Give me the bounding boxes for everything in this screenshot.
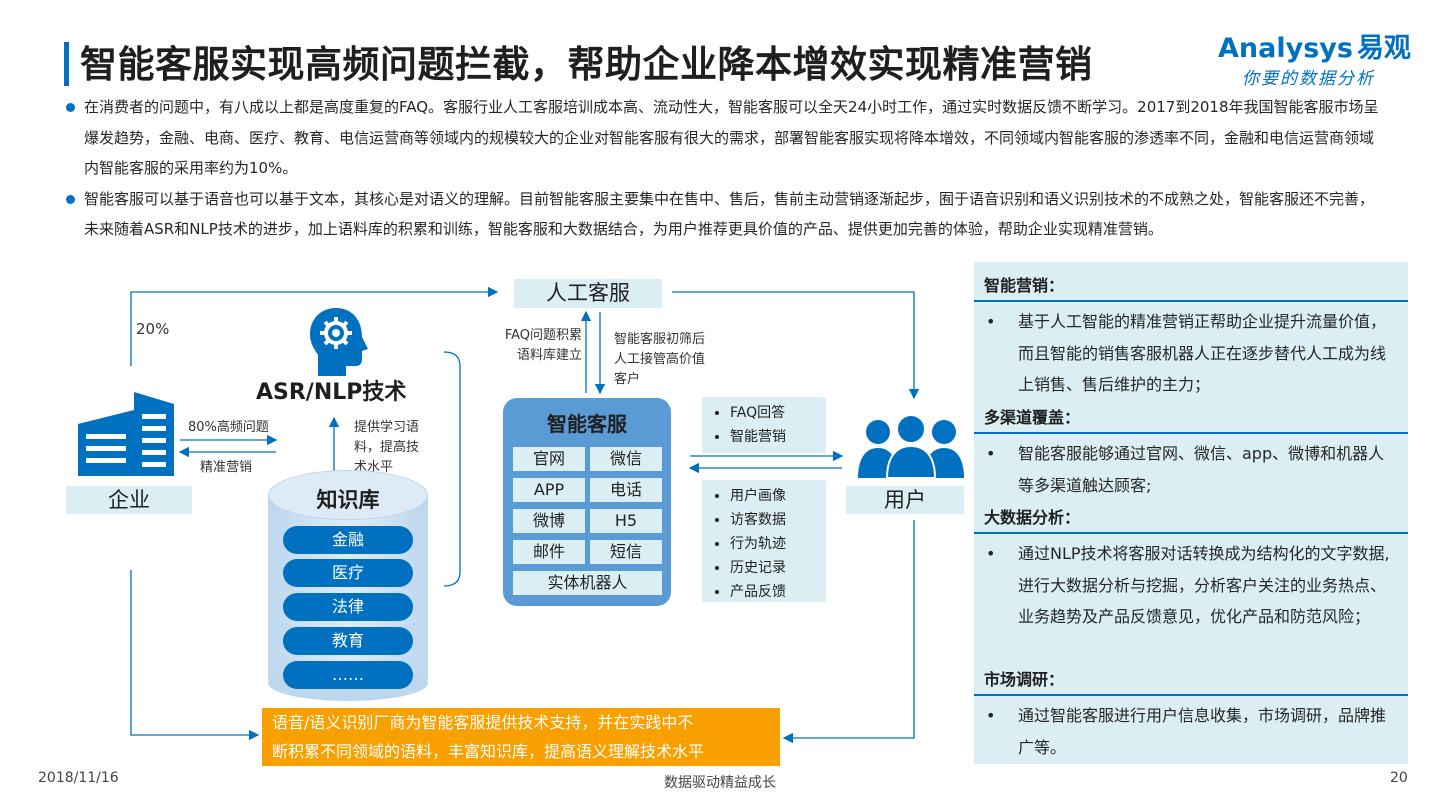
bullet-dot: • (986, 544, 996, 563)
logo-cn: 易观 (1356, 33, 1411, 64)
channel-cell: 电话 (590, 478, 662, 502)
user-box: 用户 (846, 486, 964, 514)
intro-bullets: 在消费者的问题中，有八成以上都是高度重复的FAQ。客服行业人工客服培训成本高、流… (64, 92, 1384, 245)
knowledge-item: 教育 (283, 627, 413, 655)
panel-text: 基于人工智能的精准营销正帮助企业提升流量价值，而且智能的销售客服机器人正在逐步替… (1018, 312, 1387, 394)
panel-body: • 通过智能客服进行用户信息收集，市场调研，品牌推广等。 (974, 696, 1408, 763)
channel-cell: 邮件 (513, 540, 585, 564)
panel-heading: 多渠道覆盖： (974, 402, 1408, 434)
panel-heading: 大数据分析： (974, 502, 1408, 534)
faq-build-line-2: 语料库建立 (516, 348, 582, 363)
knowledge-item: 金融 (283, 526, 413, 554)
panel-heading: 智能营销： (974, 270, 1408, 302)
input-item: 用户画像 (730, 484, 816, 508)
line-enterprise-human (130, 286, 499, 366)
channel-cell: H5 (590, 509, 662, 533)
panel-heading: 市场调研： (974, 664, 1408, 696)
users-icon (858, 414, 964, 478)
enterprise-box: 企业 (66, 486, 192, 514)
input-item: 产品反馈 (730, 580, 816, 604)
footer-date: 2018/11/16 (38, 770, 119, 786)
tech-note-line-2: 断积累不同领域的语料，丰富知识库，提高语义理解技术水平 (272, 742, 705, 761)
output-item: 智能营销 (730, 425, 816, 449)
faq-build-text: FAQ问题积累 语料库建立 (490, 326, 582, 366)
asr-nlp-label: ASR/NLP技术 (256, 380, 407, 405)
bracket-tech (443, 351, 461, 587)
channel-cell: 短信 (590, 540, 662, 564)
bullet-1: 在消费者的问题中，有八成以上都是高度重复的FAQ。客服行业人工客服培训成本高、流… (64, 92, 1384, 184)
human-service-box: 人工客服 (514, 279, 662, 308)
precise-marketing-label: 精准营销 (200, 460, 253, 475)
channel-cell: 官网 (513, 447, 585, 471)
input-item: 访客数据 (730, 508, 816, 532)
line-user-orange (782, 520, 915, 744)
logo-en: Analysys (1218, 33, 1353, 64)
channel-cell: 微博 (513, 509, 585, 533)
panel-text: 通过NLP技术将客服对话转换成为结构化的文字数据, 进行大数据分析与挖掘，分析客… (1018, 544, 1390, 626)
input-list: 用户画像 访客数据 行为轨迹 历史记录 产品反馈 (702, 480, 826, 602)
line-enterprise-orange (130, 570, 260, 741)
knowledge-item: 法律 (283, 593, 413, 621)
ai-head-icon (310, 308, 368, 376)
pct-20-label: 20% (136, 320, 170, 338)
channel-cell-robot: 实体机器人 (513, 571, 662, 595)
page-title: 智能客服实现高频问题拦截，帮助企业降本增效实现精准营销 (80, 43, 1093, 86)
line-human-user (672, 291, 920, 400)
panel-text: 智能客服能够通过官网、微信、app、微博和机器人等多渠道触达顾客; (1018, 444, 1385, 495)
high-freq-label: 80%高频问题 (188, 420, 269, 435)
knowledge-base-title: 知识库 (316, 488, 380, 512)
output-item: FAQ回答 (730, 401, 816, 425)
panel-section-multichannel: 多渠道覆盖： • 智能客服能够通过官网、微信、app、微博和机器人等多渠道触达顾… (974, 402, 1408, 501)
panel-body: • 通过NLP技术将客服对话转换成为结构化的文字数据, 进行大数据分析与挖掘，分… (974, 534, 1408, 633)
knowledge-item: …… (283, 661, 413, 689)
panel-text: 通过智能客服进行用户信息收集，市场调研，品牌推广等。 (1018, 706, 1387, 757)
logo-slogan: 你要的数据分析 (1242, 69, 1375, 89)
bullet-dot: • (986, 444, 996, 463)
panel-body: • 基于人工智能的精准营销正帮助企业提升流量价值，而且智能的销售客服机器人正在逐… (974, 302, 1408, 401)
tech-support-note: 语音/语义识别厂商为智能客服提供技术支持，并在实践中不 断积累不同领域的语料，丰… (262, 708, 780, 766)
knowledge-cylinder-top (268, 470, 428, 520)
bullet-dot: • (986, 706, 996, 725)
page-number: 20 (1390, 770, 1408, 786)
output-list: FAQ回答 智能营销 (702, 397, 826, 453)
benefits-panel: 智能营销： • 基于人工智能的精准营销正帮助企业提升流量价值，而且智能的销售客服… (974, 262, 1408, 764)
panel-body: • 智能客服能够通过官网、微信、app、微博和机器人等多渠道触达顾客; (974, 434, 1408, 501)
screen-line-3: 客户 (614, 372, 641, 387)
channel-cell: 微信 (590, 447, 662, 471)
panel-section-research: 市场调研： • 通过智能客服进行用户信息收集，市场调研，品牌推广等。 (974, 664, 1408, 763)
panel-section-bigdata: 大数据分析： • 通过NLP技术将客服对话转换成为结构化的文字数据, 进行大数据… (974, 502, 1408, 633)
title-accent-bar (64, 42, 69, 86)
footer-slogan: 数据驱动精益成长 (664, 775, 776, 791)
smart-service-title: 智能客服 (547, 412, 627, 436)
faq-build-line-1: FAQ问题积累 (504, 328, 582, 343)
screen-line-1: 智能客服初筛后 (614, 332, 706, 347)
bullet-dot: • (986, 312, 996, 331)
provide-learning-text: 提供学习语 料，提高技 术水平 (354, 418, 419, 478)
bullet-2: 智能客服可以基于语音也可以基于文本，其核心是对语义的理解。目前智能客服主要集中在… (64, 184, 1384, 245)
tech-note-line-1: 语音/语义识别厂商为智能客服提供技术支持，并在实践中不 (272, 713, 694, 732)
input-item: 行为轨迹 (730, 532, 816, 556)
provide-line-1: 提供学习语 (354, 420, 420, 435)
input-item: 历史记录 (730, 556, 816, 580)
screen-line-2: 人工接管高价值 (614, 352, 706, 367)
panel-section-marketing: 智能营销： • 基于人工智能的精准营销正帮助企业提升流量价值，而且智能的销售客服… (974, 270, 1408, 401)
building-icon (78, 392, 174, 476)
knowledge-item: 医疗 (283, 559, 413, 587)
screen-text: 智能客服初筛后 人工接管高价值 客户 (614, 330, 705, 390)
provide-line-2: 料，提高技 (354, 440, 420, 455)
channel-cell: APP (513, 478, 585, 502)
